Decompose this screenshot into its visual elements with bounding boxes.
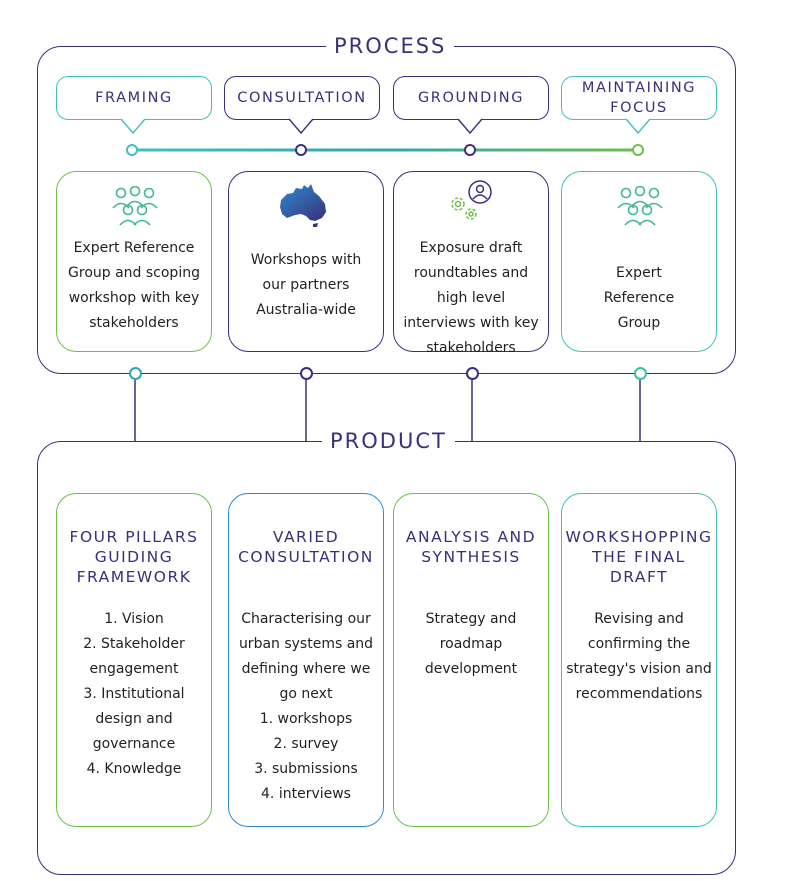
head-line: DRAFT: [609, 568, 669, 586]
product-card-four-pillars: FOUR PILLARS GUIDING FRAMEWORK 1. Vision…: [56, 493, 212, 827]
people-group-icon: [617, 186, 663, 226]
body-line: 2. Stakeholder: [83, 636, 185, 652]
head-line: SYNTHESIS: [421, 548, 521, 566]
connector-node-2: [300, 367, 313, 380]
process-card-maintaining: Expert Reference Group: [561, 171, 717, 352]
body-line: design and: [95, 711, 173, 727]
product-card-analysis-head: ANALYSIS AND SYNTHESIS: [394, 527, 548, 567]
body-line: Revising and: [594, 611, 684, 627]
timeline-node-4: [632, 144, 644, 156]
tab-grounding-label: GROUNDING: [417, 90, 525, 106]
body-line: 2. survey: [273, 736, 339, 752]
head-line: CONSULTATION: [238, 548, 374, 566]
tab-maintaining-label-2: FOCUS: [610, 100, 668, 116]
body-line: urban systems and: [238, 636, 374, 652]
process-card-maintaining-text: Expert Reference Group: [603, 265, 675, 331]
product-card-four-pillars-text: 1. Vision 2. Stakeholder engagement 3. I…: [57, 607, 211, 782]
tab-framing-label: FRAMING: [95, 90, 173, 106]
process-title: PROCESS: [326, 34, 455, 58]
body-line: 4. Knowledge: [86, 761, 182, 777]
product-card-workshopping-head: WORKSHOPPING THE FINAL DRAFT: [562, 527, 716, 587]
head-line: THE FINAL: [592, 548, 686, 566]
tab-consultation: CONSULTATION: [224, 76, 380, 120]
product-card-four-pillars-head: FOUR PILLARS GUIDING FRAMEWORK: [57, 527, 211, 587]
body-line: 1. Vision: [104, 611, 164, 627]
head-line: VARIED: [272, 528, 340, 546]
process-card-grounding-text: Exposure draft roundtables and high leve…: [403, 240, 539, 356]
process-card-grounding: Exposure draft roundtables and high leve…: [393, 171, 549, 356]
body-line: recommendations: [575, 686, 703, 702]
tab-maintaining-label-1: MAINTAINING: [581, 80, 697, 96]
body-line: 3. submissions: [254, 761, 358, 777]
head-line: FOUR PILLARS: [69, 528, 199, 546]
head-line: WORKSHOPPING: [565, 528, 713, 546]
connector-node-3: [466, 367, 479, 380]
australia-map-icon: [280, 184, 326, 227]
product-card-varied-head: VARIED CONSULTATION: [229, 527, 383, 567]
product-card-workshopping-text: Revising and confirming the strategy's v…: [562, 607, 716, 707]
timeline-node-1: [126, 144, 138, 156]
process-card-consultation: Workshops with our partners Australia-wi…: [228, 171, 384, 352]
product-card-analysis: ANALYSIS AND SYNTHESIS Strategy and road…: [393, 493, 549, 827]
process-card-framing: Expert Reference Group and scoping works…: [56, 171, 212, 352]
head-line: ANALYSIS AND: [405, 528, 537, 546]
body-line: 1. workshops: [259, 711, 353, 727]
product-card-workshopping: WORKSHOPPING THE FINAL DRAFT Revising an…: [561, 493, 717, 827]
connector-node-1: [129, 367, 142, 380]
product-title: PRODUCT: [322, 429, 455, 453]
tab-grounding: GROUNDING: [393, 76, 549, 120]
product-card-varied-text: Characterising our urban systems and def…: [229, 607, 383, 807]
head-line: GUIDING: [94, 548, 174, 566]
head-line: FRAMEWORK: [76, 568, 192, 586]
body-line: Characterising our: [241, 611, 371, 627]
product-card-varied-consultation: VARIED CONSULTATION Characterising our u…: [228, 493, 384, 827]
process-card-framing-text: Expert Reference Group and scoping works…: [68, 240, 200, 331]
body-line: defining where we: [241, 661, 371, 677]
body-line: Strategy and: [425, 611, 517, 627]
people-group-icon: [112, 186, 158, 226]
body-line: roadmap: [439, 636, 503, 652]
process-card-consultation-text: Workshops with our partners Australia-wi…: [250, 252, 362, 318]
body-line: governance: [92, 736, 176, 752]
timeline-node-3: [464, 144, 476, 156]
body-line: go next: [279, 686, 333, 702]
tab-framing: FRAMING: [56, 76, 212, 120]
body-line: 4. interviews: [261, 786, 351, 802]
gears-person-icon: [451, 180, 492, 220]
body-line: confirming the: [587, 636, 691, 652]
tab-consultation-label: CONSULTATION: [237, 90, 367, 106]
body-line: strategy's vision and: [566, 661, 712, 677]
body-line: development: [424, 661, 518, 677]
connector-node-4: [634, 367, 647, 380]
body-line: engagement: [89, 661, 179, 677]
product-card-analysis-text: Strategy and roadmap development: [394, 607, 548, 682]
tab-maintaining-focus: MAINTAINING FOCUS: [561, 76, 717, 120]
timeline-node-2: [295, 144, 307, 156]
body-line: 3. Institutional: [83, 686, 185, 702]
